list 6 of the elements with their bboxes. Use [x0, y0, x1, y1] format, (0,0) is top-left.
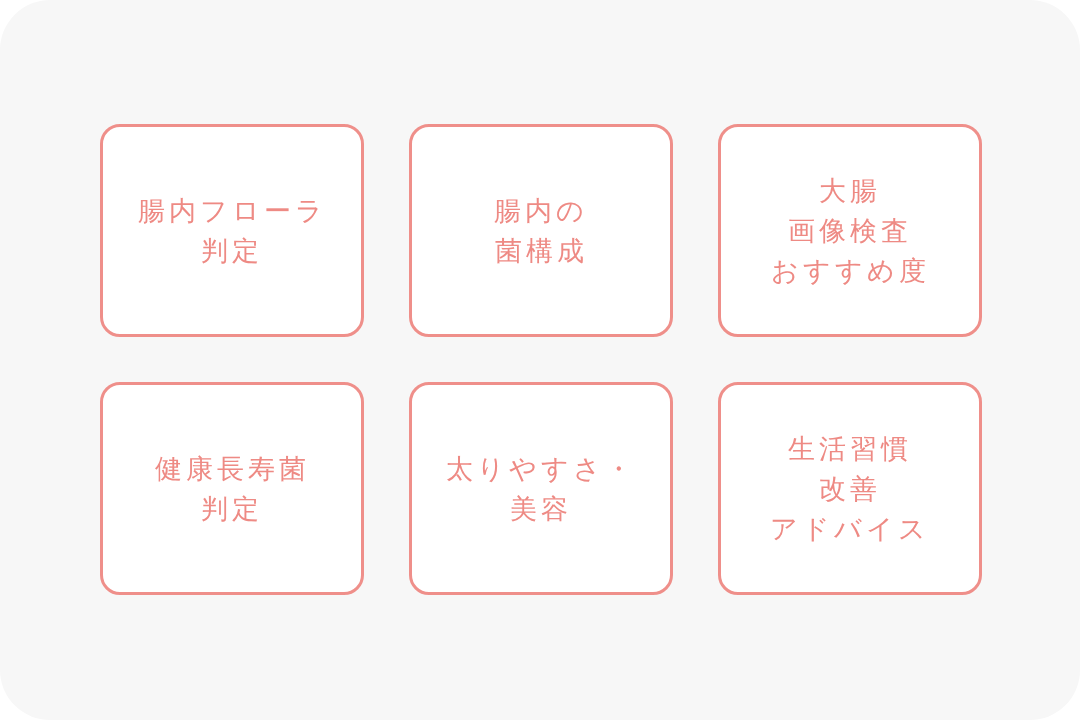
- feature-box: 太りやすさ・美容: [409, 382, 673, 595]
- feature-box: 腸内の菌構成: [409, 124, 673, 337]
- feature-box: 生活習慣改善アドバイス: [718, 382, 982, 595]
- feature-box: 大腸画像検査おすすめ度: [718, 124, 982, 337]
- feature-box: 健康長寿菌判定: [100, 382, 364, 595]
- feature-box: 腸内フローラ判定: [100, 124, 364, 337]
